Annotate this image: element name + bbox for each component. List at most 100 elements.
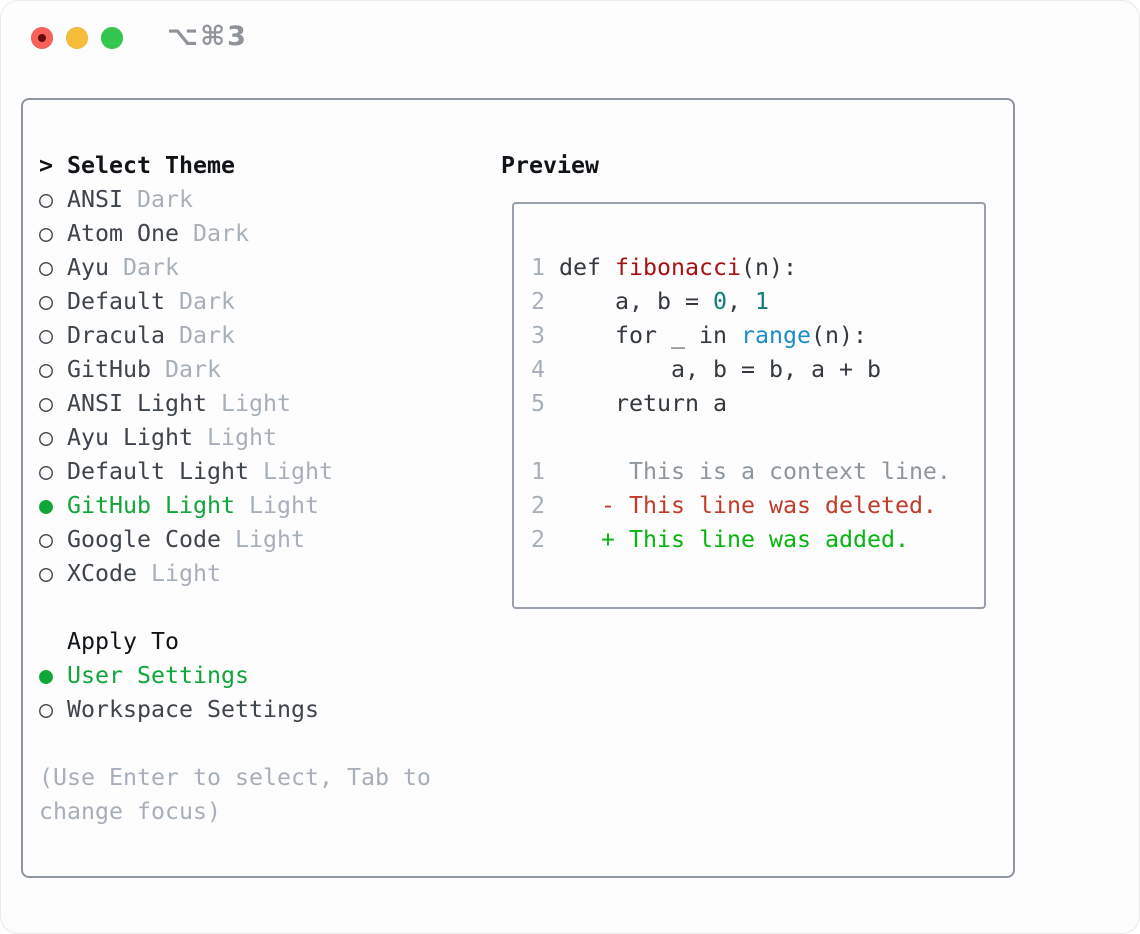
theme-option-default[interactable]: ○Default Dark [39,285,431,319]
hint-text: change focus) [39,798,221,825]
hint-line-2: change focus) [39,795,431,829]
theme-option-dracula[interactable]: ○ Dracula Dark [39,319,431,353]
theme-variant-label: Light [220,526,305,553]
theme-option-xcode[interactable]: ○XCode Light [39,557,431,591]
hint-text: (Use Enter to select, Tab to [39,764,431,791]
theme-label: ANSI [67,186,123,213]
apply-option-label: User Settings [67,662,249,689]
code-token: return a [559,390,727,417]
line-number: 3 [531,322,559,349]
preview-header: Preview [501,152,599,179]
theme-variant-label: Light [234,492,319,519]
code-line-3: 3 for _ in range(n): [531,319,951,353]
line-number: 2 [531,288,559,315]
theme-label: Default Light [67,458,249,485]
line-number: 5 [531,390,559,417]
theme-option-github[interactable]: ○ GitHub Dark [39,353,431,387]
apply-option-user-settings[interactable]: ● User Settings [39,659,431,693]
theme-variant-label: Light [206,390,291,417]
radio-unselected-icon: ○ [39,424,53,451]
line-number: 2 [531,492,545,519]
theme-variant-label: Dark [109,254,179,281]
radio-unselected-icon: ○ [39,220,53,247]
radio-unselected-icon: ○ [39,526,53,553]
diff-line-deleted: 2 - This line was deleted. [531,489,951,523]
theme-option-ansi-light[interactable]: ○ ANSI Light Light [39,387,431,421]
theme-variant-label: Light [248,458,333,485]
window-title: ⌥⌘3 [167,21,248,52]
theme-option-google-code[interactable]: ○ Google Code Light [39,523,431,557]
code-token: fibonacci [615,254,741,281]
theme-label: ANSI Light [67,390,207,417]
theme-label: Dracula [67,322,165,349]
theme-variant-label: Dark [164,288,235,315]
theme-variant-label: Dark [123,186,193,213]
radio-unselected-icon: ○ [39,288,53,315]
apply-option-label: Workspace Settings [67,696,319,723]
code-line-2: 2 a, b = 0, 1 [531,285,951,319]
theme-label: GitHub [67,356,151,383]
line-number: 1 [531,458,545,485]
code-token: (n): [810,322,867,349]
line-number: 1 [531,254,559,281]
radio-unselected-icon: ○ [39,254,53,281]
apply-to-header: Apply To [39,625,431,659]
theme-option-github-light[interactable]: ● GitHub Light Light [39,489,431,523]
radio-unselected-icon: ○ [39,322,53,349]
theme-option-ansi[interactable]: ○ANSI Dark [39,183,431,217]
radio-unselected-icon: ○ [39,560,53,587]
code-token: (n): [740,254,797,281]
code-token: def [559,254,615,281]
line-number: 4 [531,356,559,383]
code-token: 0 [712,288,727,315]
diff-text: This is a context line. [545,458,951,485]
radio-unselected-icon: ○ [39,356,53,383]
theme-label: Ayu [67,254,109,281]
theme-variant-label: Light [137,560,221,587]
zoom-button[interactable] [101,27,123,49]
line-number: 2 [531,526,545,553]
code-line-1: 1 def fibonacci(n): [531,251,951,285]
theme-picker-panel: > Select Theme○ANSI Dark○Atom One Dark○A… [21,98,1015,878]
code-token: range [740,322,811,349]
apply-option-workspace-settings[interactable]: ○ Workspace Settings [39,693,431,727]
theme-variant-label: Dark [178,220,249,247]
theme-label: GitHub Light [67,492,235,519]
radio-unselected-icon: ○ [39,458,53,485]
diff-text: + This line was added. [545,526,909,553]
radio-unselected-icon: ○ [39,696,53,723]
theme-list-column: > Select Theme○ANSI Dark○Atom One Dark○A… [39,149,431,829]
diff-text: - This line was deleted. [545,492,937,519]
theme-option-ayu[interactable]: ○ Ayu Dark [39,251,431,285]
hint-line-1: (Use Enter to select, Tab to [39,761,431,795]
diff-line-added: 2 + This line was added. [531,523,951,557]
theme-option-default-light[interactable]: ○ Default Light Light [39,455,431,489]
theme-variant-label: Dark [164,322,235,349]
minimize-button[interactable] [66,27,88,49]
theme-option-atom-one[interactable]: ○ Atom One Dark [39,217,431,251]
close-button[interactable] [31,27,53,49]
code-token: for _ in [559,322,741,349]
select-theme-title: > Select Theme [39,152,235,179]
spacer-row [531,421,951,455]
select-theme-header: > Select Theme [39,149,431,183]
code-line-4: 4 a, b = b, a + b [531,353,951,387]
code-token: 1 [754,288,769,315]
theme-option-ayu-light[interactable]: ○ Ayu Light Light [39,421,431,455]
radio-selected-icon: ● [39,492,53,519]
theme-variant-label: Light [192,424,277,451]
theme-label: Ayu Light [67,424,193,451]
theme-label: Atom One [67,220,179,247]
spacer-row [39,591,431,625]
code-token: , [726,288,755,315]
theme-label: Google Code [67,526,221,553]
theme-variant-label: Dark [151,356,221,383]
radio-selected-icon: ● [39,662,53,689]
apply-to-title: Apply To [39,628,179,655]
code-line-5: 5 return a [531,387,951,421]
radio-unselected-icon: ○ [39,390,53,417]
spacer-row [39,727,431,761]
code-token: a, b = [559,288,713,315]
